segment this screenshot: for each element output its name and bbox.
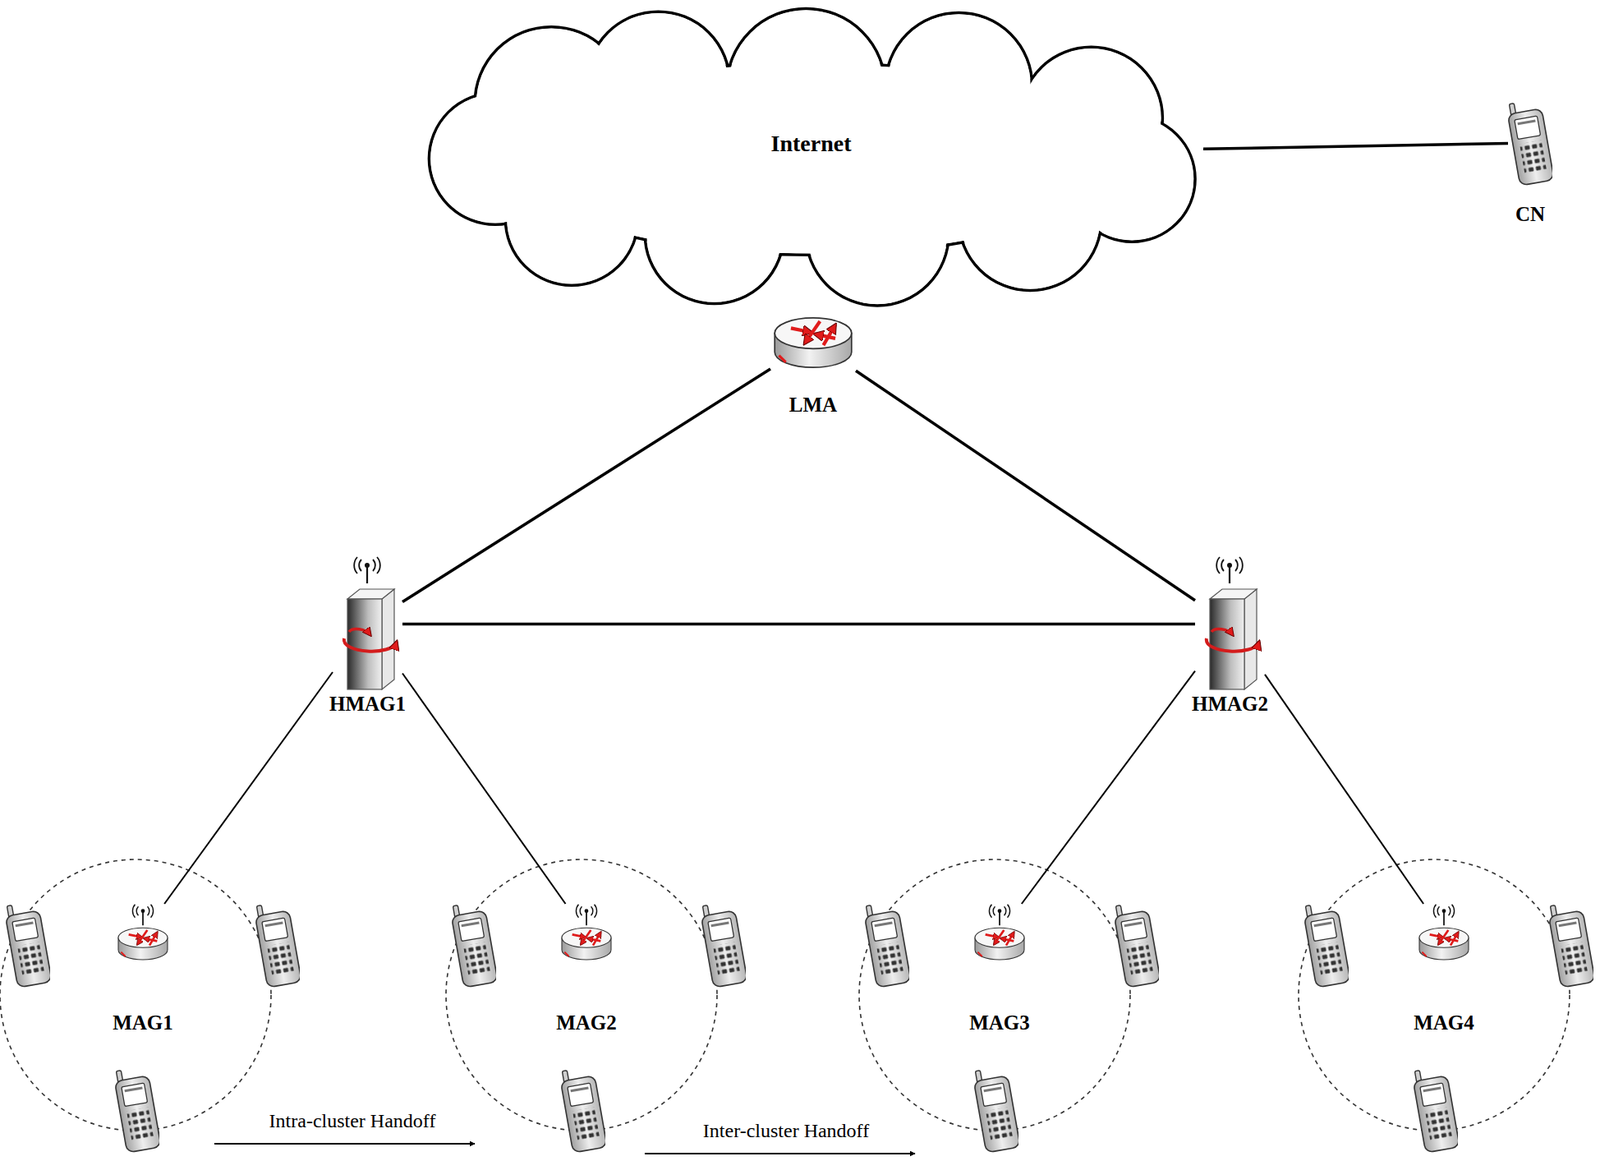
lma-router: LMA: [770, 305, 856, 378]
node-label: HMAG1: [326, 691, 409, 717]
mag-icon: [553, 903, 620, 963]
node-label: MAG2: [553, 1010, 620, 1035]
mag-router: MAG2: [553, 903, 620, 963]
server-icon: [1195, 556, 1265, 692]
phone-icon: [1508, 98, 1553, 188]
label-holder: MAG3: [966, 1010, 1033, 1035]
network-link: [1203, 142, 1509, 149]
network-link: [1264, 674, 1424, 904]
label-holder: MAG1: [110, 1010, 176, 1035]
label-holder: MAG2: [553, 1010, 620, 1035]
network-link: [402, 673, 566, 904]
handoff-label: Intra-cluster Handoff: [266, 1108, 439, 1132]
mag-router: MAG1: [110, 903, 176, 963]
correspondent-node: CN: [1508, 98, 1553, 188]
hmag-server: HMAG2: [1195, 556, 1265, 692]
label-holder: HMAG1: [326, 691, 409, 717]
mag-icon: [1411, 903, 1477, 963]
node-label: MAG3: [966, 1010, 1033, 1035]
hmag-server: HMAG1: [332, 556, 403, 692]
network-link: [855, 370, 1196, 601]
cloud-label: Internet: [771, 130, 852, 157]
network-link: [402, 622, 1196, 626]
network-link: [164, 671, 333, 904]
label-holder: LMA: [786, 392, 840, 418]
node-label: CN: [1512, 202, 1548, 227]
node-label: HMAG2: [1189, 691, 1271, 717]
mag-router: MAG3: [966, 903, 1033, 963]
network-link: [1021, 671, 1196, 904]
node-label: MAG1: [110, 1010, 176, 1035]
mag-icon: [110, 903, 176, 963]
network-link: [402, 368, 771, 603]
label-holder: MAG4: [1411, 1010, 1477, 1035]
internet-cloud: Internet: [418, 6, 1204, 306]
label-holder: HMAG2: [1189, 691, 1271, 717]
handoff-label: Inter-cluster Handoff: [700, 1118, 872, 1142]
mag-icon: [966, 903, 1033, 963]
mag-router: MAG4: [1411, 903, 1477, 963]
label-holder: CN: [1512, 202, 1548, 227]
node-label: LMA: [786, 392, 840, 418]
server-icon: [332, 556, 403, 692]
router-icon: [770, 305, 856, 378]
node-label: MAG4: [1411, 1010, 1477, 1035]
